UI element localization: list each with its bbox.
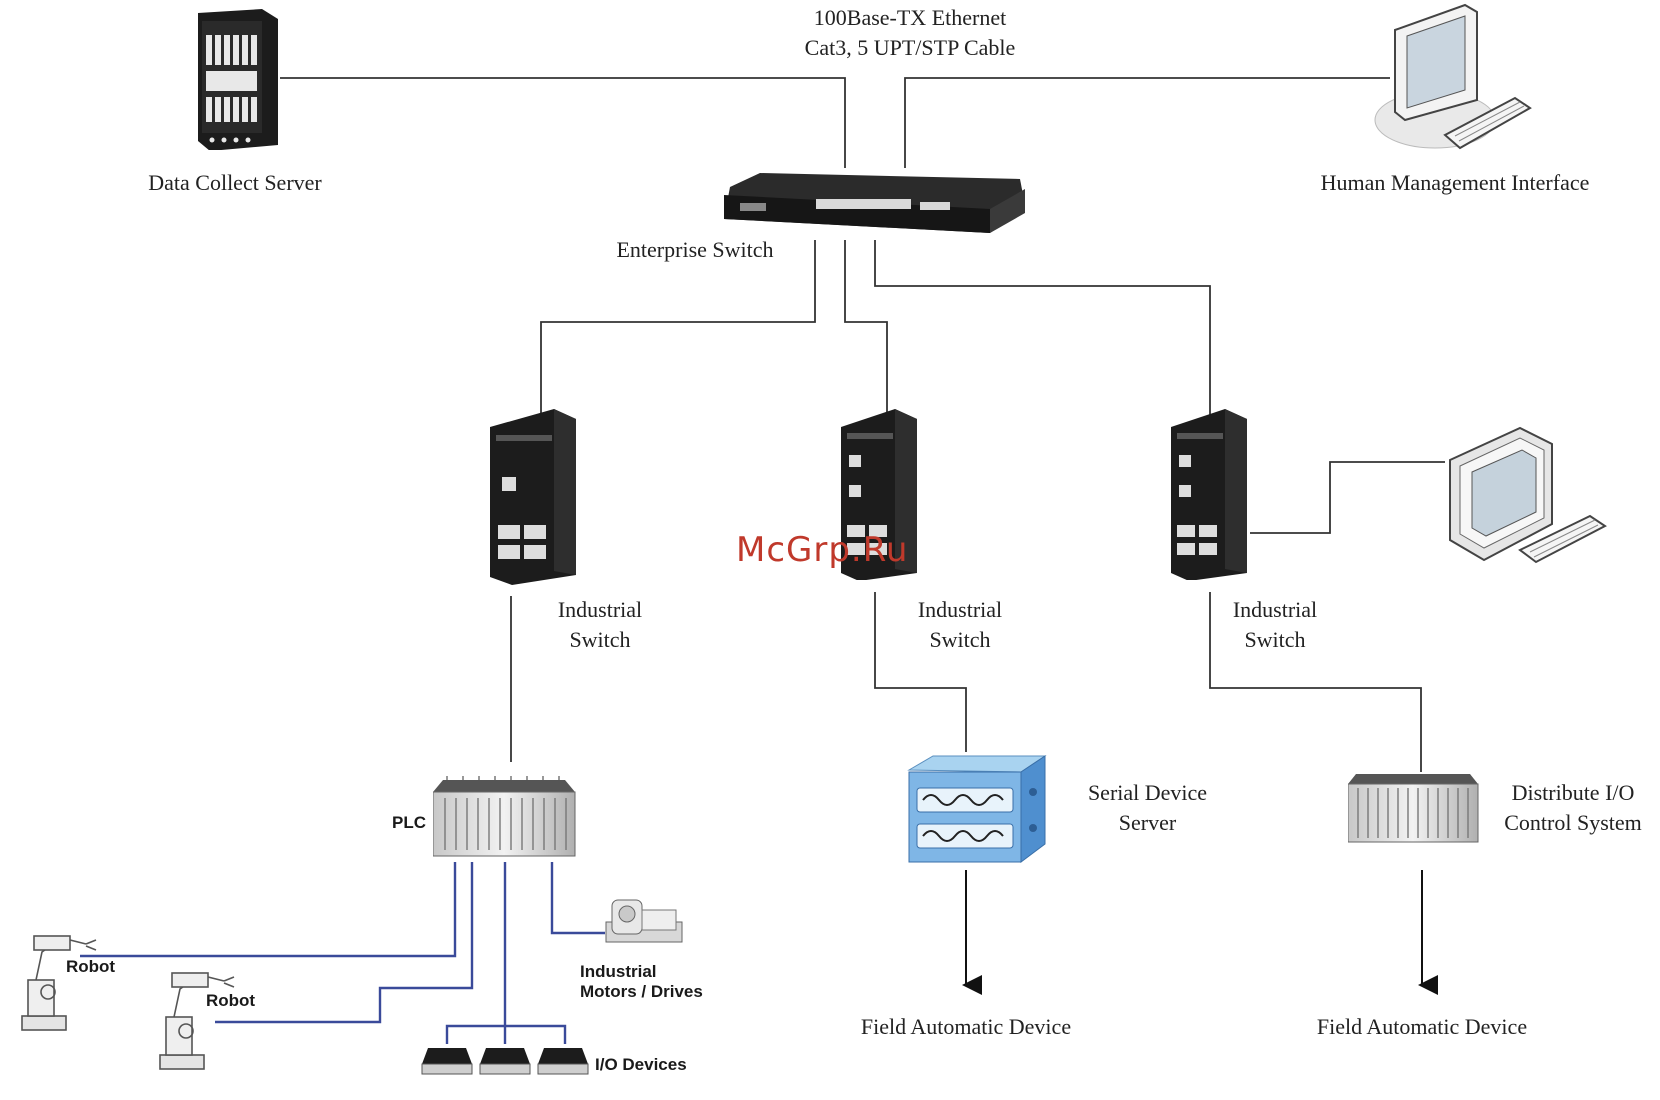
line-plc-to-robot2 <box>215 862 474 1024</box>
line-switch-to-isw1 <box>540 240 816 420</box>
serial-device-server-icon <box>907 755 1047 863</box>
io-devices-label: I/O Devices <box>595 1055 687 1074</box>
industrial-switch-1-label-line1: Industrial <box>557 597 643 622</box>
plc-label: PLC <box>392 813 426 832</box>
io-rack-icon <box>1348 774 1479 843</box>
industrial-switch-1-label: Industrial Switch <box>530 595 670 655</box>
io-devices-icon <box>421 1048 589 1075</box>
serial-device-server-label: Serial Device Server <box>1060 778 1235 838</box>
industrial-switch-3-label: Industrial Switch <box>1205 595 1345 655</box>
enterprise-switch-label: Enterprise Switch <box>616 237 774 262</box>
desktop-computer-icon <box>1449 426 1607 564</box>
plc-rack-icon <box>433 776 576 857</box>
distribute-io-label: Distribute I/O Control System <box>1488 778 1658 838</box>
data-collect-server-label: Data Collect Server <box>148 170 322 195</box>
industrial-switch-1-label-line2: Switch <box>569 627 631 652</box>
distribute-io-label-line2: Control System <box>1504 810 1642 835</box>
cable-label-line1: 100Base-TX Ethernet <box>813 5 1007 30</box>
line-switch-to-isw3 <box>874 240 1211 415</box>
industrial-switch-icon <box>1171 409 1247 580</box>
line-isw3-to-dio <box>1209 592 1422 772</box>
motor-icon <box>605 899 683 943</box>
line-switch-to-isw2 <box>844 240 888 415</box>
line-server-to-switch <box>280 77 846 168</box>
line-isw2-to-serial <box>874 592 967 752</box>
industrial-switch-icon <box>841 409 917 580</box>
industrial-switch-icon <box>490 409 576 585</box>
field-device-label-1: Field Automatic Device <box>860 1014 1072 1039</box>
line-isw3-to-pc <box>1250 461 1445 534</box>
robot-arm-icon <box>159 972 235 1070</box>
industrial-switch-2-label-line2: Switch <box>929 627 991 652</box>
robot-label-2: Robot <box>206 991 256 1010</box>
motors-label: Industrial Motors / Drives <box>580 962 703 1002</box>
robot-label-1: Robot <box>66 957 116 976</box>
line-plc-to-motors <box>550 862 605 935</box>
workstation-icon <box>1374 3 1532 150</box>
industrial-switch-3-label-line2: Switch <box>1244 627 1306 652</box>
motors-label-line2: Motors / Drives <box>580 982 703 1001</box>
serial-device-server-label-line1: Serial Device <box>1087 780 1208 805</box>
serial-device-server-label-line2: Server <box>1118 810 1177 835</box>
cable-label: 100Base-TX Ethernet Cat3, 5 UPT/STP Cabl… <box>730 3 1090 63</box>
line-hmi-to-switch <box>904 77 1390 168</box>
line-plc-to-robot1 <box>80 862 457 958</box>
field-device-label-2: Field Automatic Device <box>1316 1014 1528 1039</box>
industrial-switch-2-label: Industrial Switch <box>890 595 1030 655</box>
distribute-io-label-line1: Distribute I/O <box>1511 780 1635 805</box>
motors-label-line1: Industrial <box>580 962 657 981</box>
robot-arm-icon <box>21 935 97 1031</box>
watermark: McGrp.Ru <box>736 530 909 570</box>
human-management-interface-label: Human Management Interface <box>1320 170 1590 195</box>
industrial-switch-3-label-line1: Industrial <box>1232 597 1318 622</box>
industrial-switch-2-label-line1: Industrial <box>917 597 1003 622</box>
server-tower-icon <box>198 9 278 150</box>
enterprise-switch-icon <box>724 173 1025 233</box>
cable-label-line2: Cat3, 5 UPT/STP Cable <box>804 35 1016 60</box>
